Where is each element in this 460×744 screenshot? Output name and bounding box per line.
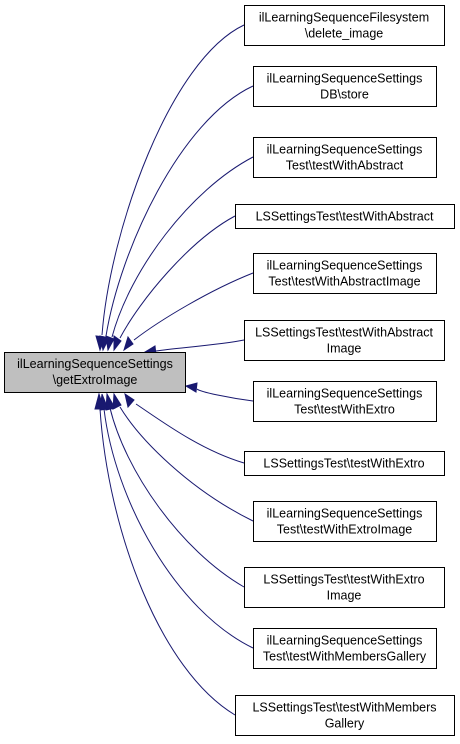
target-node-label-line-2: Gallery (325, 717, 365, 731)
edge-5 (133, 272, 254, 341)
target-node-label-line-1: ilLearningSequenceFilesystem (259, 11, 429, 25)
target-node-box (244, 320, 445, 361)
target-node-label-line-2: Test\testWithAbstractImage (268, 275, 420, 289)
target-node-label-line-1: LSSettingsTest\testWithExtro (263, 573, 424, 587)
edge-arrowhead-4 (113, 335, 122, 352)
edge-2 (105, 85, 254, 337)
edge-8 (135, 403, 245, 464)
target-node-label-line-2: Image (327, 589, 362, 603)
target-node-label-line-1: ilLearningSequenceSettings (267, 143, 423, 157)
edge-7 (196, 388, 254, 402)
edge-arrowhead-10 (105, 392, 116, 411)
target-node-label-line-2: Image (327, 342, 362, 356)
edge-arrowhead-5 (123, 335, 134, 352)
source-node-label-line-1: ilLearningSequenceSettings (17, 357, 173, 371)
target-node-box (253, 501, 437, 542)
target-node-label-line-2: Test\testWithExtroImage (277, 523, 413, 537)
target-node-4[interactable]: LSSettingsTest\testWithAbstract (235, 204, 455, 229)
edge-arrowhead-12 (94, 392, 105, 410)
target-node-label-line-1: ilLearningSequenceSettings (267, 634, 423, 648)
target-node-box (253, 137, 437, 178)
target-node-10[interactable]: LSSettingsTest\testWithExtroImage (244, 567, 445, 608)
target-node-box (253, 628, 437, 669)
source-node-label-line-2: \getExtroImage (53, 373, 138, 387)
edge-arrowhead-8 (124, 392, 135, 409)
edge-3 (111, 156, 254, 338)
edge-6 (155, 339, 245, 352)
target-node-label-line-1: ilLearningSequenceSettings (267, 387, 423, 401)
target-node-box (244, 567, 445, 608)
target-node-box (235, 695, 455, 736)
edge-4 (119, 215, 236, 339)
edge-1 (101, 24, 245, 336)
edge-arrowhead-7 (184, 382, 198, 393)
target-node-label-line-2: Test\testWithMembersGallery (263, 650, 427, 664)
target-node-box (244, 451, 445, 476)
target-node-12[interactable]: LSSettingsTest\testWithMembersGallery (235, 695, 455, 736)
target-node-9[interactable]: ilLearningSequenceSettingsTest\testWithE… (253, 501, 437, 542)
target-node-3[interactable]: ilLearningSequenceSettingsTest\testWithA… (253, 137, 437, 178)
target-node-5[interactable]: ilLearningSequenceSettingsTest\testWithA… (253, 253, 437, 294)
target-node-label-line-1: LSSettingsTest\testWithMembers (252, 701, 436, 715)
target-node-6[interactable]: LSSettingsTest\testWithAbstractImage (244, 320, 445, 361)
target-node-label-line-2: DB\store (320, 88, 369, 102)
target-node-label-line-2: Test\testWithExtro (294, 403, 395, 417)
target-node-8[interactable]: LSSettingsTest\testWithExtro (244, 451, 445, 476)
target-node-label-line-1: LSSettingsTest\testWithExtro (263, 457, 424, 471)
target-node-11[interactable]: ilLearningSequenceSettingsTest\testWithM… (253, 628, 437, 669)
edge-arrowhead-3 (105, 335, 115, 352)
target-node-7[interactable]: ilLearningSequenceSettingsTest\testWithE… (253, 381, 437, 422)
edges-layer (94, 24, 254, 716)
target-node-box (253, 381, 437, 422)
target-node-box (253, 253, 437, 294)
target-node-label-line-1: ilLearningSequenceSettings (267, 507, 423, 521)
target-node-label-line-1: LSSettingsTest\testWithAbstract (255, 326, 433, 340)
target-node-label-line-2: \delete_image (305, 27, 384, 41)
target-node-label-line-1: ilLearningSequenceSettings (267, 259, 423, 273)
source-node-box (4, 352, 186, 393)
target-node-box (244, 5, 445, 46)
target-node-label-line-1: ilLearningSequenceSettings (267, 72, 423, 86)
target-nodes: ilLearningSequenceFilesystem \delete_imag… (235, 5, 455, 736)
edge-arrowhead-9 (112, 392, 122, 410)
target-node-box (253, 66, 437, 107)
edge-9 (119, 406, 254, 522)
edge-12 (99, 408, 236, 716)
target-node-box (235, 204, 455, 229)
target-node-1[interactable]: ilLearningSequenceFilesystem \delete_imag… (244, 5, 445, 46)
edge-11 (103, 408, 254, 649)
target-node-label-line-1: LSSettingsTest\testWithAbstract (256, 210, 434, 224)
target-node-label-line-2: Test\testWithAbstract (286, 159, 404, 173)
edge-10 (109, 407, 245, 588)
source-node[interactable]: ilLearningSequenceSettings \getExtroImag… (4, 352, 186, 393)
